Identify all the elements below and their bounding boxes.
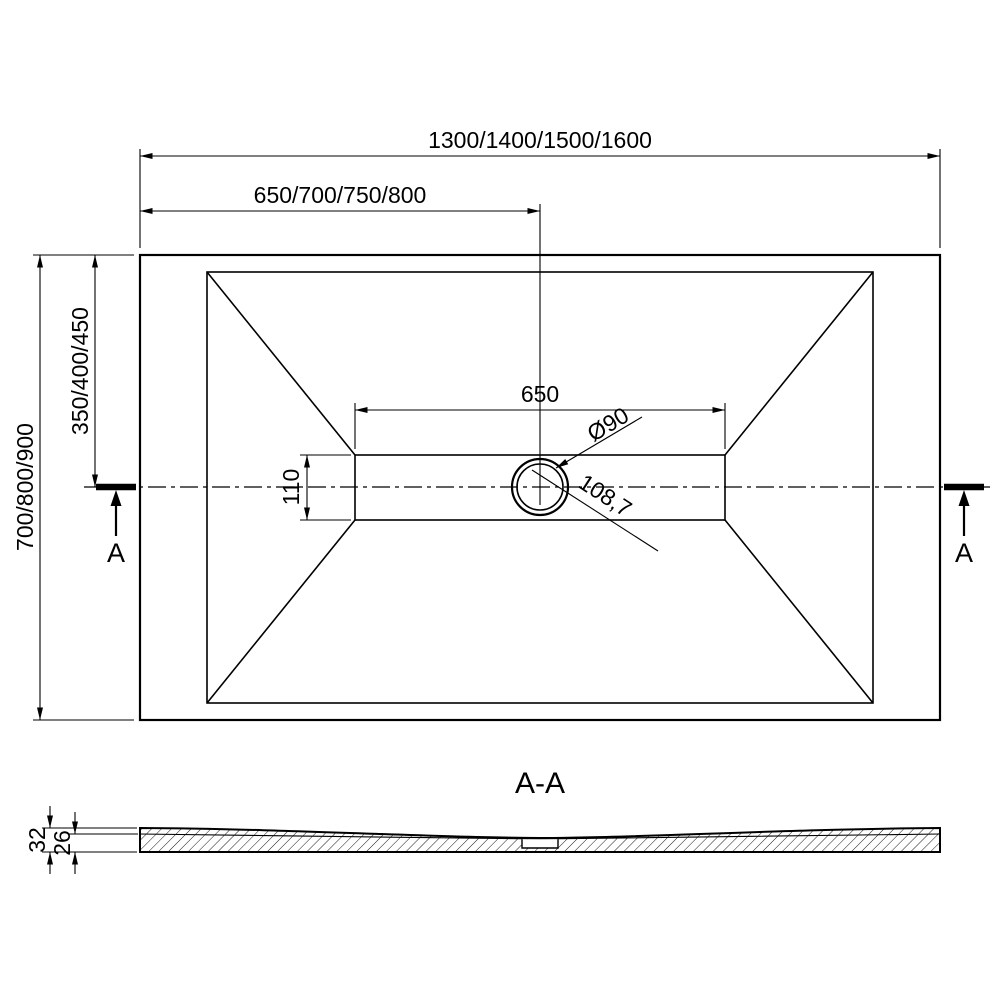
drain-diameter-leader	[555, 416, 643, 469]
top-view: A A	[12, 127, 990, 722]
drain-diameter-label: Ø90	[583, 402, 634, 447]
dim-center-thickness-label: 26	[49, 830, 75, 856]
section-cut-left: A	[96, 483, 136, 568]
dimension-lines	[37, 153, 940, 720]
drain-offset-leader	[531, 469, 659, 552]
extension-lines	[33, 149, 941, 721]
dim-half-height-label: 350/400/450	[67, 307, 93, 435]
section-inner-surface-line	[139, 833, 941, 840]
slope-diagonals	[206, 271, 874, 704]
dim-half-width-label: 650/700/750/800	[254, 182, 427, 208]
dim-overall-height-label: 700/800/900	[12, 423, 38, 551]
section-arrowhead-left	[110, 490, 122, 506]
dim-edge-thickness-label: 32	[24, 827, 50, 853]
section-title-label: A-A	[515, 767, 565, 800]
dim-channel-length-label: 650	[521, 381, 559, 407]
section-drain-recess	[521, 839, 559, 849]
dim-overall-width-label: 1300/1400/1500/1600	[428, 127, 652, 153]
section-view: A-A 32 26	[24, 767, 941, 874]
section-arrowhead-right	[958, 490, 970, 506]
section-marker-a-right-label: A	[955, 538, 973, 568]
section-extension-lines	[42, 827, 138, 853]
section-cut-right: A	[944, 483, 984, 568]
dim-channel-width-label: 110	[278, 469, 304, 506]
section-marker-a-left-label: A	[107, 538, 125, 568]
drain-offset-label: 108,7	[574, 469, 636, 522]
section-dimension-lines	[47, 806, 78, 874]
